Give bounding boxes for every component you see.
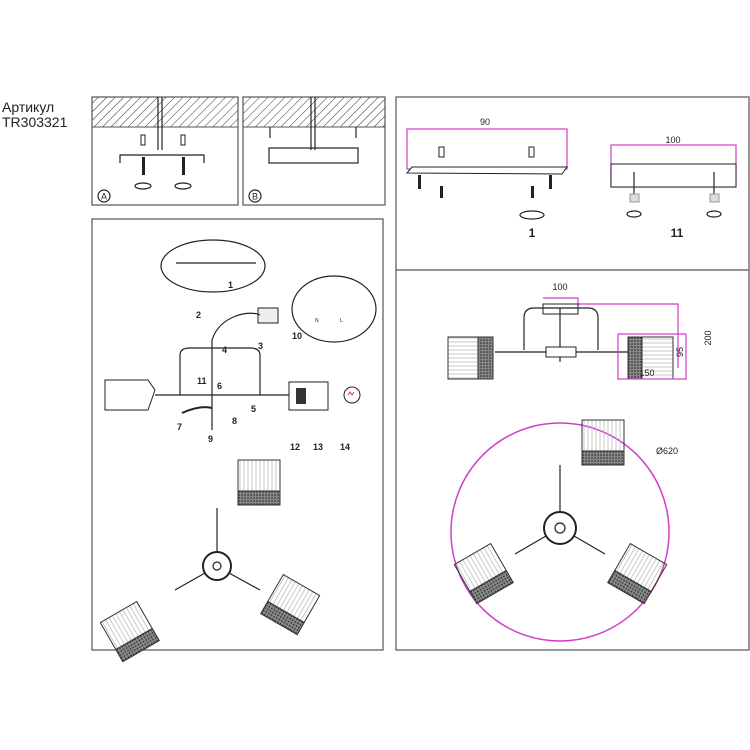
step-b-panel: B: [242, 96, 386, 206]
part-8: 8: [232, 416, 237, 426]
shade-height: 95: [675, 347, 685, 357]
diameter-dim: Ø620: [656, 446, 678, 456]
assembly-panel: 1 2 3 4 5 6 7 8 9 10 11 12 13 14 N L: [91, 218, 384, 663]
part-6: 6: [217, 381, 222, 391]
part-2: 2: [196, 310, 201, 320]
part-10: 10: [292, 331, 302, 341]
plate-label: 1: [529, 226, 536, 240]
part-12: 12: [290, 442, 300, 452]
height-dim: 200: [703, 330, 713, 345]
part-3: 3: [258, 341, 263, 351]
dimensions-panel: 90 1 100 11 100 200 95 150 Ø620: [395, 96, 750, 651]
part-14: 14: [340, 442, 350, 452]
step-b-badge: B: [252, 192, 258, 202]
part-5: 5: [251, 404, 256, 414]
step-a-panel: A: [91, 96, 239, 206]
top-width: 100: [552, 282, 567, 292]
part-9: 9: [208, 434, 213, 444]
part-11: 11: [197, 376, 207, 386]
shade-width: 150: [639, 368, 654, 378]
wiring-l: L: [340, 318, 343, 324]
canopy-label: 11: [671, 226, 684, 240]
part-13: 13: [313, 442, 323, 452]
article-number: TR303321: [2, 114, 68, 130]
step-a-badge: A: [101, 192, 107, 202]
part-4: 4: [222, 345, 227, 355]
mount-detail-label: 1: [228, 280, 233, 290]
article-label: Артикул: [2, 99, 54, 115]
part-7: 7: [177, 422, 182, 432]
plate-width: 90: [480, 117, 490, 127]
wiring-n: N: [315, 318, 319, 324]
canopy-width: 100: [665, 135, 680, 145]
